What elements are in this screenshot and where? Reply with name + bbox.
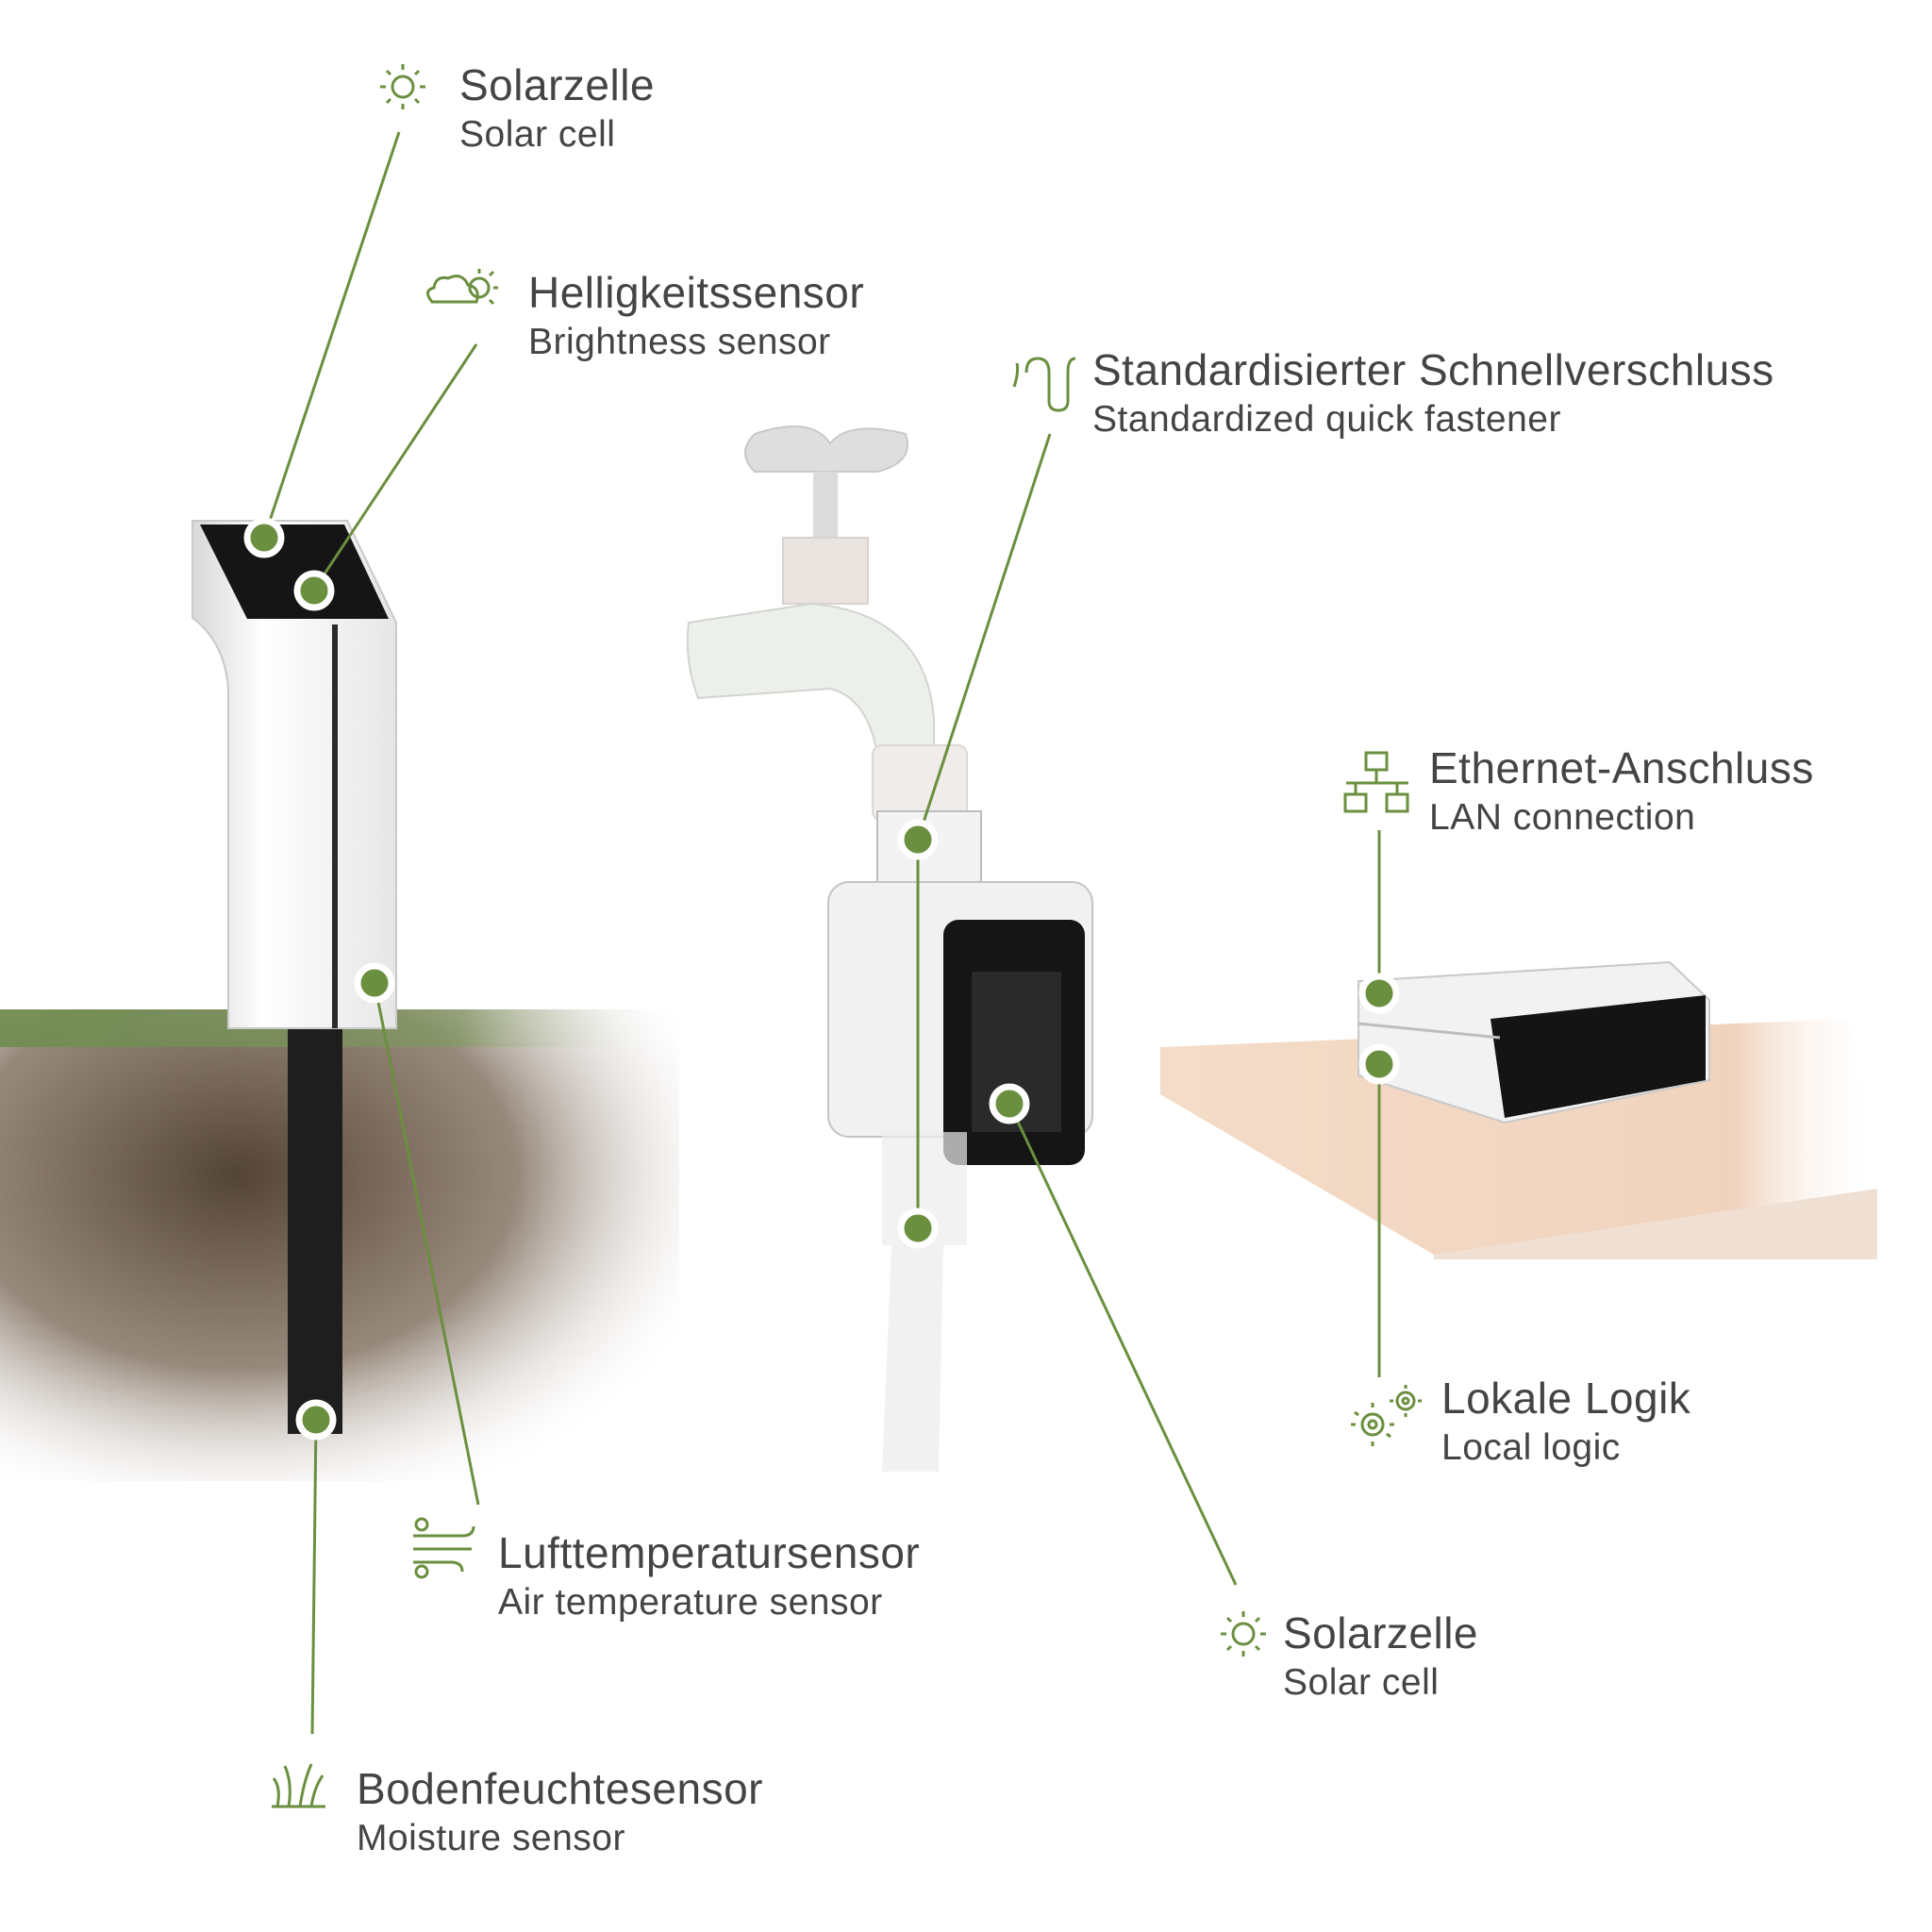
dot-valve-outlet [897,1208,939,1249]
label-de: Ethernet-Anschluss [1429,743,1814,792]
gears-icon [1351,1385,1422,1446]
dot-moisture [295,1399,337,1441]
leader-quick-fastener [916,433,1052,841]
dot-ethernet [1358,973,1400,1014]
label-air-temperature: Lufttemperatursensor Air temperature sen… [498,1526,920,1626]
dot-air-temperature [354,962,395,1004]
label-en: Brightness sensor [528,322,831,362]
leader-solar-cell-sensor [262,131,401,539]
label-en: Local logic [1441,1427,1621,1468]
label-en: Moisture sensor [357,1818,625,1858]
label-quick-fastener: Standardisierter Schnellverschluss Stand… [1092,343,1774,443]
label-de: Solarzelle [459,60,655,109]
label-local-logic: Lokale Logik Local logic [1441,1372,1690,1472]
label-brightness-sensor: Helligkeitssensor Brightness sensor [528,266,864,366]
label-de: Standardisierter Schnellverschluss [1092,345,1774,394]
label-de: Solarzelle [1283,1608,1478,1657]
label-ethernet: Ethernet-Anschluss LAN connection [1429,741,1814,841]
label-de: Bodenfeuchtesensor [357,1764,763,1813]
gateway-device [1357,960,1710,1124]
dot-solar-cell-valve [989,1083,1030,1124]
dot-local-logic [1358,1043,1400,1085]
label-solar-cell-sensor: Solarzelle Solar cell [459,58,655,158]
label-de: Lokale Logik [1441,1374,1691,1423]
leader-brightness-sensor [312,343,478,591]
water-tap [686,425,968,822]
dot-solar-cell-sensor [243,517,285,558]
label-en: Air temperature sensor [498,1582,883,1623]
cloud-sun-icon [426,269,498,306]
label-en: LAN connection [1429,797,1696,838]
water-valve-device [827,810,1093,1472]
label-en: Standardized quick fastener [1092,399,1561,440]
dot-quick-fastener [897,819,939,860]
label-en: Solar cell [459,114,616,155]
label-moisture: Bodenfeuchtesensor Moisture sensor [357,1762,763,1862]
label-solar-cell-valve: Solarzelle Solar cell [1283,1607,1478,1707]
wind-icon [413,1517,475,1579]
leader-solar-cell-valve [1008,1103,1238,1586]
leader-lines [262,131,1381,1735]
grass-icon [272,1763,325,1808]
network-icon [1343,751,1409,813]
label-en: Solar cell [1283,1662,1440,1703]
leader-air-temperature [373,982,480,1506]
dot-brightness-sensor [293,570,335,611]
hose-icon [1012,357,1076,412]
label-de: Lufttemperatursensor [498,1528,921,1577]
sun-icon [1221,1611,1266,1657]
label-de: Helligkeitssensor [528,268,865,317]
sun-icon [380,64,425,109]
leader-moisture [310,1419,318,1735]
callout-dots [243,517,1400,1441]
